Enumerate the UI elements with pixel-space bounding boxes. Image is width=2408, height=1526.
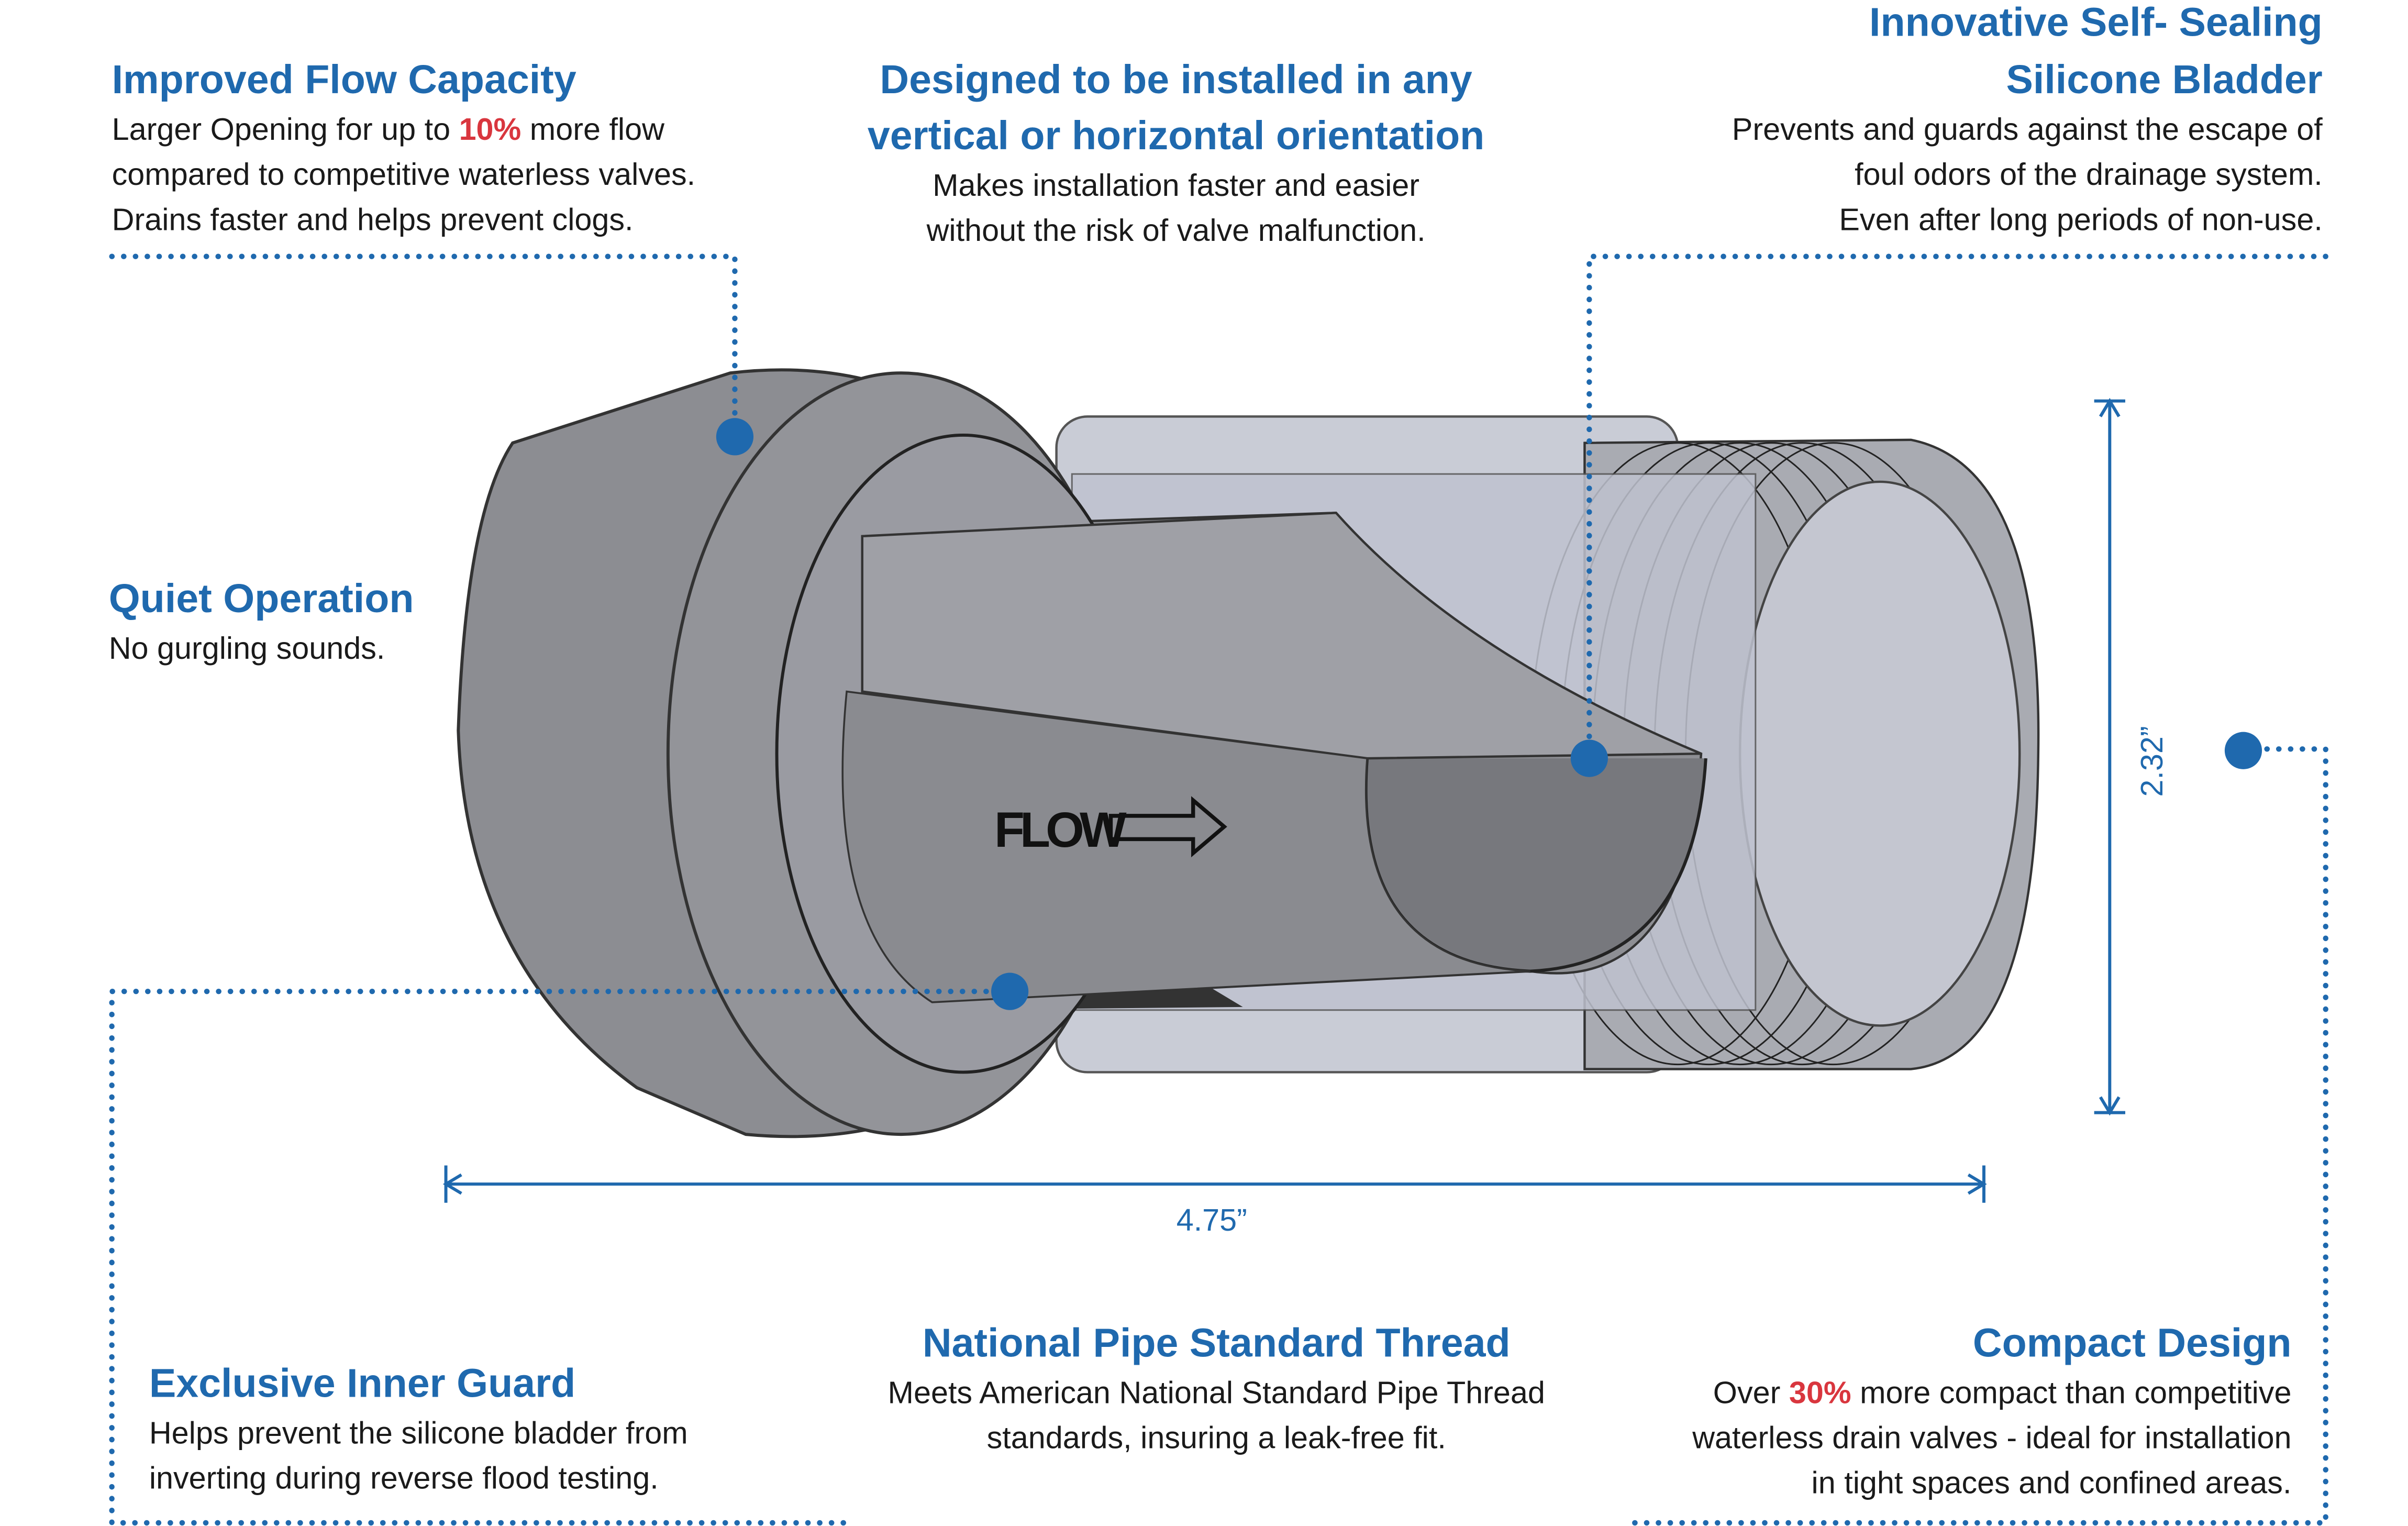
feature-text: Prevents and guards against the escape o… xyxy=(1732,112,2323,147)
height-label: 2.32” xyxy=(2134,726,2169,797)
flow-label: FLOW xyxy=(994,802,1127,858)
leader-bladder xyxy=(1586,253,2328,761)
inner-pipe-front xyxy=(861,512,1702,760)
feature-title: vertical or horizontal orientation xyxy=(868,113,1484,158)
marker-compact xyxy=(2224,732,2262,769)
feature-text: Drains faster and helps prevent clogs. xyxy=(112,202,634,237)
marker-bladder xyxy=(1570,739,1608,777)
valve-illustration: FLOW xyxy=(457,368,2040,1138)
feature-title: Improved Flow Capacity xyxy=(112,57,576,102)
feature-quiet: Quiet Operation No gurgling sounds. xyxy=(109,576,414,666)
flow-arrow-icon xyxy=(1108,796,1227,858)
feature-text: compared to competitive waterless valves… xyxy=(112,157,696,192)
height-dimension xyxy=(2094,397,2125,1116)
feature-title: Compact Design xyxy=(1973,1320,2292,1365)
feature-title: Quiet Operation xyxy=(109,576,414,621)
feature-text: inverting during reverse flood testing. xyxy=(149,1461,659,1496)
pipe-body xyxy=(841,690,1530,1003)
feature-orientation: Designed to be installed in any vertical… xyxy=(868,57,1484,248)
feature-compact: Compact Design Over 30% more compact tha… xyxy=(1692,1320,2291,1500)
length-label: 4.75” xyxy=(1177,1202,1247,1237)
feature-text: waterless drain valves - ideal for insta… xyxy=(1692,1420,2291,1455)
feature-guard: Exclusive Inner Guard Helps prevent the … xyxy=(149,1361,688,1496)
marker-flow xyxy=(716,418,754,456)
feature-text: Larger Opening for up to 10% more flow xyxy=(112,112,664,147)
feature-text: Makes installation faster and easier xyxy=(933,168,1419,203)
leader-flow xyxy=(109,253,738,438)
feature-text: Meets American National Standard Pipe Th… xyxy=(888,1375,1545,1410)
feature-text: in tight spaces and confined areas. xyxy=(1812,1465,2292,1500)
feature-title: National Pipe Standard Thread xyxy=(923,1320,1511,1365)
marker-guard xyxy=(991,972,1029,1010)
leader-guard xyxy=(109,988,1013,1526)
length-dimension xyxy=(442,1165,1987,1203)
feature-text: standards, insuring a leak-free fit. xyxy=(987,1420,1446,1455)
feature-text: Over 30% more compact than competitive xyxy=(1713,1375,2292,1410)
feature-text: Even after long periods of non-use. xyxy=(1839,202,2322,237)
feature-bladder: Innovative Self- Sealing Silicone Bladde… xyxy=(1732,0,2323,237)
feature-flow: Improved Flow Capacity Larger Opening fo… xyxy=(112,57,696,237)
feature-thread: National Pipe Standard Thread Meets Amer… xyxy=(888,1320,1545,1455)
feature-title: Silicone Bladder xyxy=(2006,57,2322,102)
feature-text: without the risk of valve malfunction. xyxy=(926,213,1426,248)
outlet-opening xyxy=(1738,480,2021,1027)
feature-text: foul odors of the drainage system. xyxy=(1855,157,2323,192)
feature-text: No gurgling sounds. xyxy=(109,631,385,666)
leader-compact xyxy=(1624,746,2328,1526)
feature-title: Exclusive Inner Guard xyxy=(149,1361,575,1406)
feature-text: Helps prevent the silicone bladder from xyxy=(149,1416,688,1451)
feature-title: Designed to be installed in any xyxy=(880,57,1472,102)
feature-title: Innovative Self- Sealing xyxy=(1869,0,2323,45)
